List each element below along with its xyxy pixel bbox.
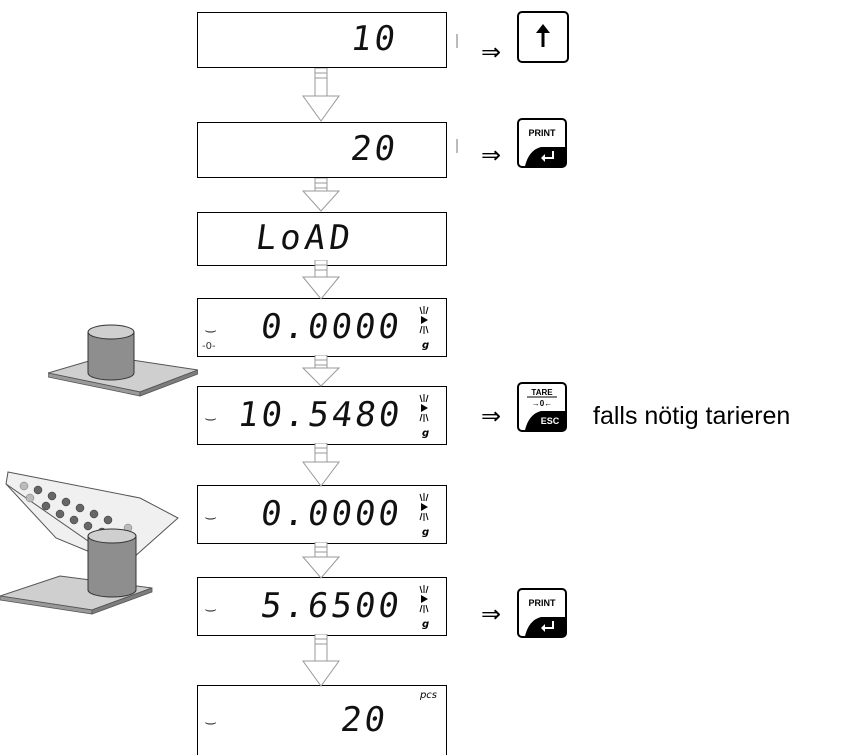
implies-symbol: ⇒: [481, 600, 502, 628]
unit-indicator: g: [414, 393, 434, 439]
display-edge-mark: [456, 34, 458, 48]
flow-arrow: [302, 68, 340, 122]
tare-zero-label: →0←: [532, 399, 552, 408]
stability-indicator: ⌣: [204, 509, 218, 526]
flow-arrow: [302, 355, 340, 387]
display-step-7: ⌣ 5.6500 g: [197, 577, 447, 636]
zero-indicator: -0-: [202, 341, 216, 352]
flow-arrow: [302, 443, 340, 487]
unit-label: g: [422, 340, 430, 351]
display-value: 0.0000: [258, 306, 405, 347]
display-step-2: 20: [197, 122, 447, 178]
print-key-label: PRINT: [529, 598, 557, 608]
esc-key-label: ESC: [541, 416, 560, 426]
stability-indicator: ⌣: [204, 601, 218, 618]
unit-label: g: [422, 527, 430, 538]
blinking-arrow-icon: [419, 585, 429, 613]
display-step-4: ⌣ -0- 0.0000 g: [197, 298, 447, 357]
stability-indicator: ⌣: [204, 322, 218, 339]
enter-icon: PRINT: [525, 598, 565, 636]
unit-indicator: g: [414, 305, 434, 351]
tare-key-label: TARE: [531, 388, 553, 397]
implies-symbol: ⇒: [481, 141, 502, 169]
blinking-arrow-icon: [419, 394, 429, 422]
print-key-label: PRINT: [529, 128, 557, 138]
display-step-3: LoAD: [197, 212, 447, 266]
container-on-scale-illustration: [48, 324, 198, 397]
up-arrow-key[interactable]: [517, 11, 569, 63]
blinking-arrow-icon: [419, 306, 429, 334]
unit-indicator: g: [414, 584, 434, 630]
up-arrow-icon: [536, 24, 550, 47]
flow-arrow: [302, 634, 340, 687]
blinking-arrow-icon: [419, 493, 429, 521]
unit-indicator: g: [414, 492, 434, 538]
display-step-8: ⌣ 20 pcs: [197, 685, 447, 755]
implies-symbol: ⇒: [481, 38, 502, 66]
display-value: LoAD: [253, 218, 357, 259]
implies-symbol: ⇒: [481, 402, 502, 430]
print-key[interactable]: PRINT: [517, 588, 567, 638]
tare-esc-icon: TARE →0← ESC: [525, 388, 565, 430]
pouring-parts-illustration: [0, 471, 179, 615]
flow-arrow: [302, 542, 340, 579]
display-value: 20: [338, 699, 391, 740]
display-value: 10: [348, 19, 401, 60]
unit-label: pcs: [419, 690, 437, 701]
print-key[interactable]: PRINT: [517, 118, 567, 168]
unit-label: g: [422, 428, 430, 439]
stability-indicator: ⌣: [204, 714, 218, 731]
stability-indicator: ⌣: [204, 410, 218, 427]
display-step-6: ⌣ 0.0000 g: [197, 485, 447, 544]
enter-icon: PRINT: [525, 128, 565, 166]
display-step-1: 10: [197, 12, 447, 68]
tare-note: falls nötig tarieren: [593, 402, 791, 430]
flow-arrow: [302, 178, 340, 212]
flow-arrow: [302, 260, 340, 300]
display-step-5: ⌣ 10.5480 g: [197, 386, 447, 445]
unit-label: g: [422, 619, 430, 630]
display-value: 0.0000: [258, 493, 405, 534]
display-value: 20: [348, 129, 401, 170]
display-value: 5.6500: [258, 585, 405, 626]
tare-key[interactable]: TARE →0← ESC: [517, 382, 567, 432]
display-edge-mark: [456, 139, 458, 153]
display-value: 10.5480: [234, 394, 405, 435]
